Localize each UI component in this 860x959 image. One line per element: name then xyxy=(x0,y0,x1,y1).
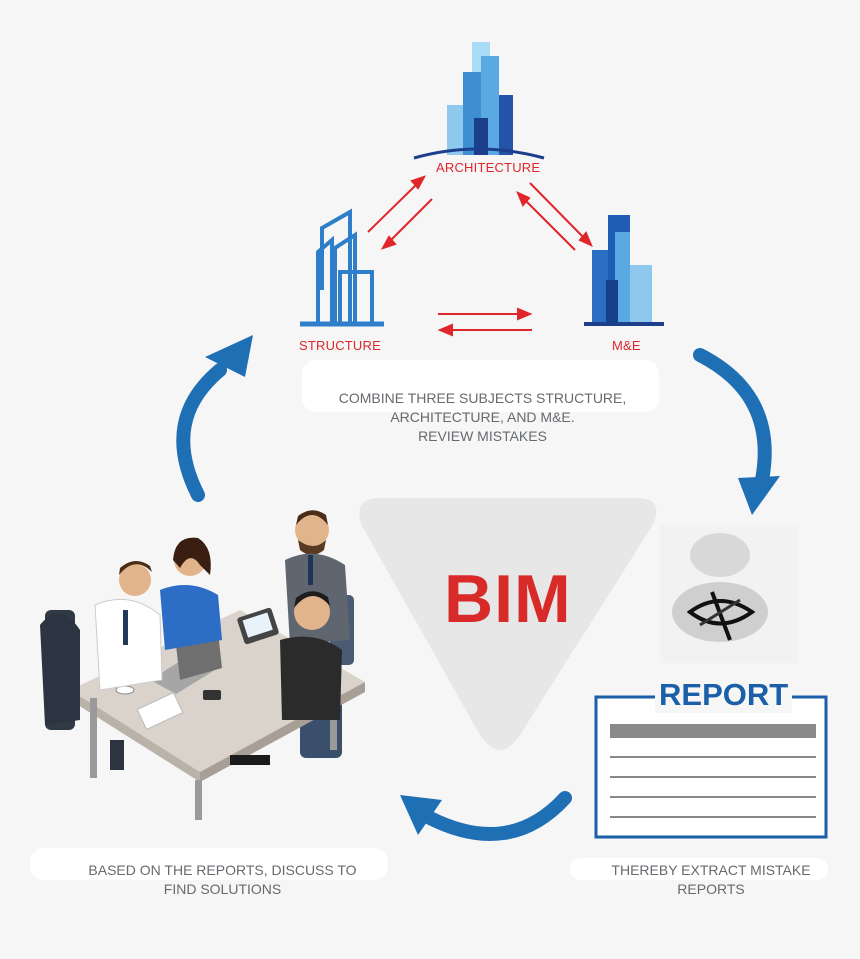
report-caption-box xyxy=(570,858,828,880)
mep-building-icon xyxy=(584,215,664,326)
structure-label: STRUCTURE xyxy=(299,338,381,353)
architecture-label: ARCHITECTURE xyxy=(436,160,541,175)
combine-caption-box xyxy=(302,360,659,412)
double-arrow-architecture-structure xyxy=(367,175,433,250)
cycle-arrow-top-right xyxy=(693,348,780,515)
double-arrow-structure-mep xyxy=(437,307,533,337)
report-caption-line-2: REPORTS xyxy=(677,881,745,897)
report-title: REPORT xyxy=(655,677,793,713)
combine-caption-line-3: REVIEW MISTAKES xyxy=(418,428,547,444)
structure-building-icon xyxy=(300,208,384,327)
report-caption: THEREBY EXTRACT MISTAKE REPORTS xyxy=(570,861,852,899)
discuss-caption-line-2: FIND SOLUTIONS xyxy=(163,881,282,897)
report-document-icon xyxy=(594,695,828,839)
architecture-building-icon xyxy=(413,42,545,160)
cycle-arrow-left xyxy=(176,335,253,502)
combine-caption: COMBINE THREE SUBJECTS STRUCTURE, ARCHIT… xyxy=(302,389,663,446)
discuss-caption: BASED ON THE REPORTS, DISCUSS TO FIND SO… xyxy=(30,861,415,899)
mep-label: M&E xyxy=(612,338,641,353)
blurry-logo-image xyxy=(660,525,798,663)
cycle-arrow-bottom xyxy=(400,791,572,841)
discuss-caption-box xyxy=(30,848,388,880)
discuss-caption-line-1: BASED ON THE REPORTS, DISCUSS TO xyxy=(88,862,357,878)
double-arrow-architecture-mep xyxy=(516,182,593,251)
report-caption-line-1: THEREBY EXTRACT MISTAKE xyxy=(611,862,811,878)
meeting-team-illustration xyxy=(40,510,365,820)
combine-caption-line-1: COMBINE THREE SUBJECTS STRUCTURE, xyxy=(338,390,627,406)
center-triangle xyxy=(359,498,657,750)
bim-center-label: BIM xyxy=(444,561,572,637)
combine-caption-line-2: ARCHITECTURE, AND M&E. xyxy=(390,409,575,425)
